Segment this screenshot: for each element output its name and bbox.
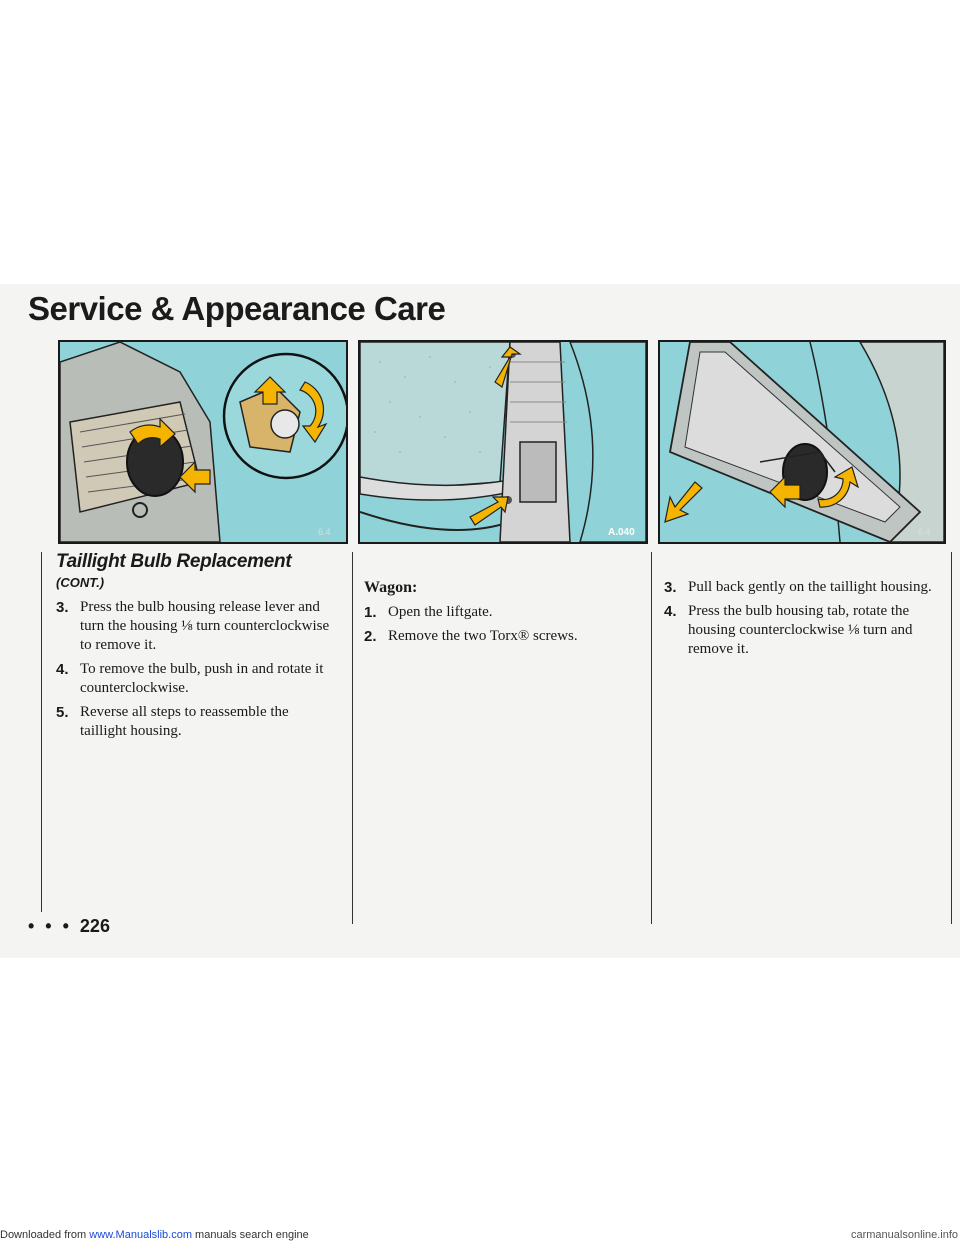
left-column: Taillight Bulb Replacement (CONT.) 3. Pr… (56, 552, 332, 746)
step-text: Open the liftgate. (388, 604, 493, 620)
figure-code: 6.4 (318, 527, 331, 537)
step-text: Press the bulb housing tab, rotate the h… (688, 603, 913, 657)
watermark: carmanualsonline.info (850, 1229, 958, 1241)
download-banner: Downloaded from www.Manualslib.com manua… (0, 1228, 960, 1242)
section-heading: Taillight Bulb Replacement (56, 551, 292, 572)
banner-suffix: manuals search engine (195, 1229, 309, 1241)
illustration-bulb-housing-release: 6.4 (58, 340, 348, 544)
page-footer: • • • 226 (28, 916, 110, 937)
banner-prefix: Downloaded from (0, 1229, 87, 1241)
step-number: 2. (364, 628, 377, 645)
right-column: 3. Pull back gently on the taillight hou… (664, 578, 940, 664)
step-item: 4. To remove the bulb, push in and rotat… (56, 660, 332, 698)
step-text: Remove the two Torx® screws. (388, 628, 578, 644)
step-number: 5. (56, 704, 69, 721)
step-number: 4. (664, 603, 677, 620)
page-number: 226 (79, 916, 110, 936)
figure-code: 6.4 (918, 527, 931, 537)
step-item: 5. Reverse all steps to reassemble the t… (56, 703, 332, 741)
figure-code: A.040 (608, 527, 635, 538)
step-item: 4. Press the bulb housing tab, rotate th… (664, 602, 940, 659)
column-rule-far-right (951, 552, 952, 924)
page-title: Service & Appearance Care (28, 290, 446, 327)
continued-label: (CONT.) (56, 575, 105, 590)
illustration-housing-removal: 6.4 (658, 340, 946, 544)
step-item: 3. Pull back gently on the taillight hou… (664, 578, 940, 597)
step-number: 3. (664, 579, 677, 596)
step-item: 3. Press the bulb housing release lever … (56, 598, 332, 655)
footer-dots: • • • (28, 916, 72, 936)
step-text: Press the bulb housing release lever and… (80, 599, 330, 653)
step-item: 2. Remove the two Torx® screws. (364, 627, 640, 646)
step-text: Pull back gently on the taillight housin… (688, 579, 932, 595)
subheading-wagon: Wagon: (364, 579, 418, 596)
step-number: 1. (364, 604, 377, 621)
step-item: 1. Open the liftgate. (364, 603, 640, 622)
column-rule-middle (352, 552, 353, 924)
column-rule-left (41, 552, 42, 912)
step-text: To remove the bulb, push in and rotate i… (80, 661, 324, 696)
step-number: 4. (56, 661, 69, 678)
middle-column: Wagon: 1. Open the liftgate. 2. Remove t… (364, 552, 640, 651)
step-number: 3. (56, 599, 69, 616)
illustration-liftgate-torx-screws: A.040 (358, 340, 648, 544)
manualslib-link[interactable]: www.Manualslib.com (89, 1229, 192, 1241)
step-text: Reverse all steps to reassemble the tail… (80, 704, 289, 739)
column-rule-right (651, 552, 652, 924)
